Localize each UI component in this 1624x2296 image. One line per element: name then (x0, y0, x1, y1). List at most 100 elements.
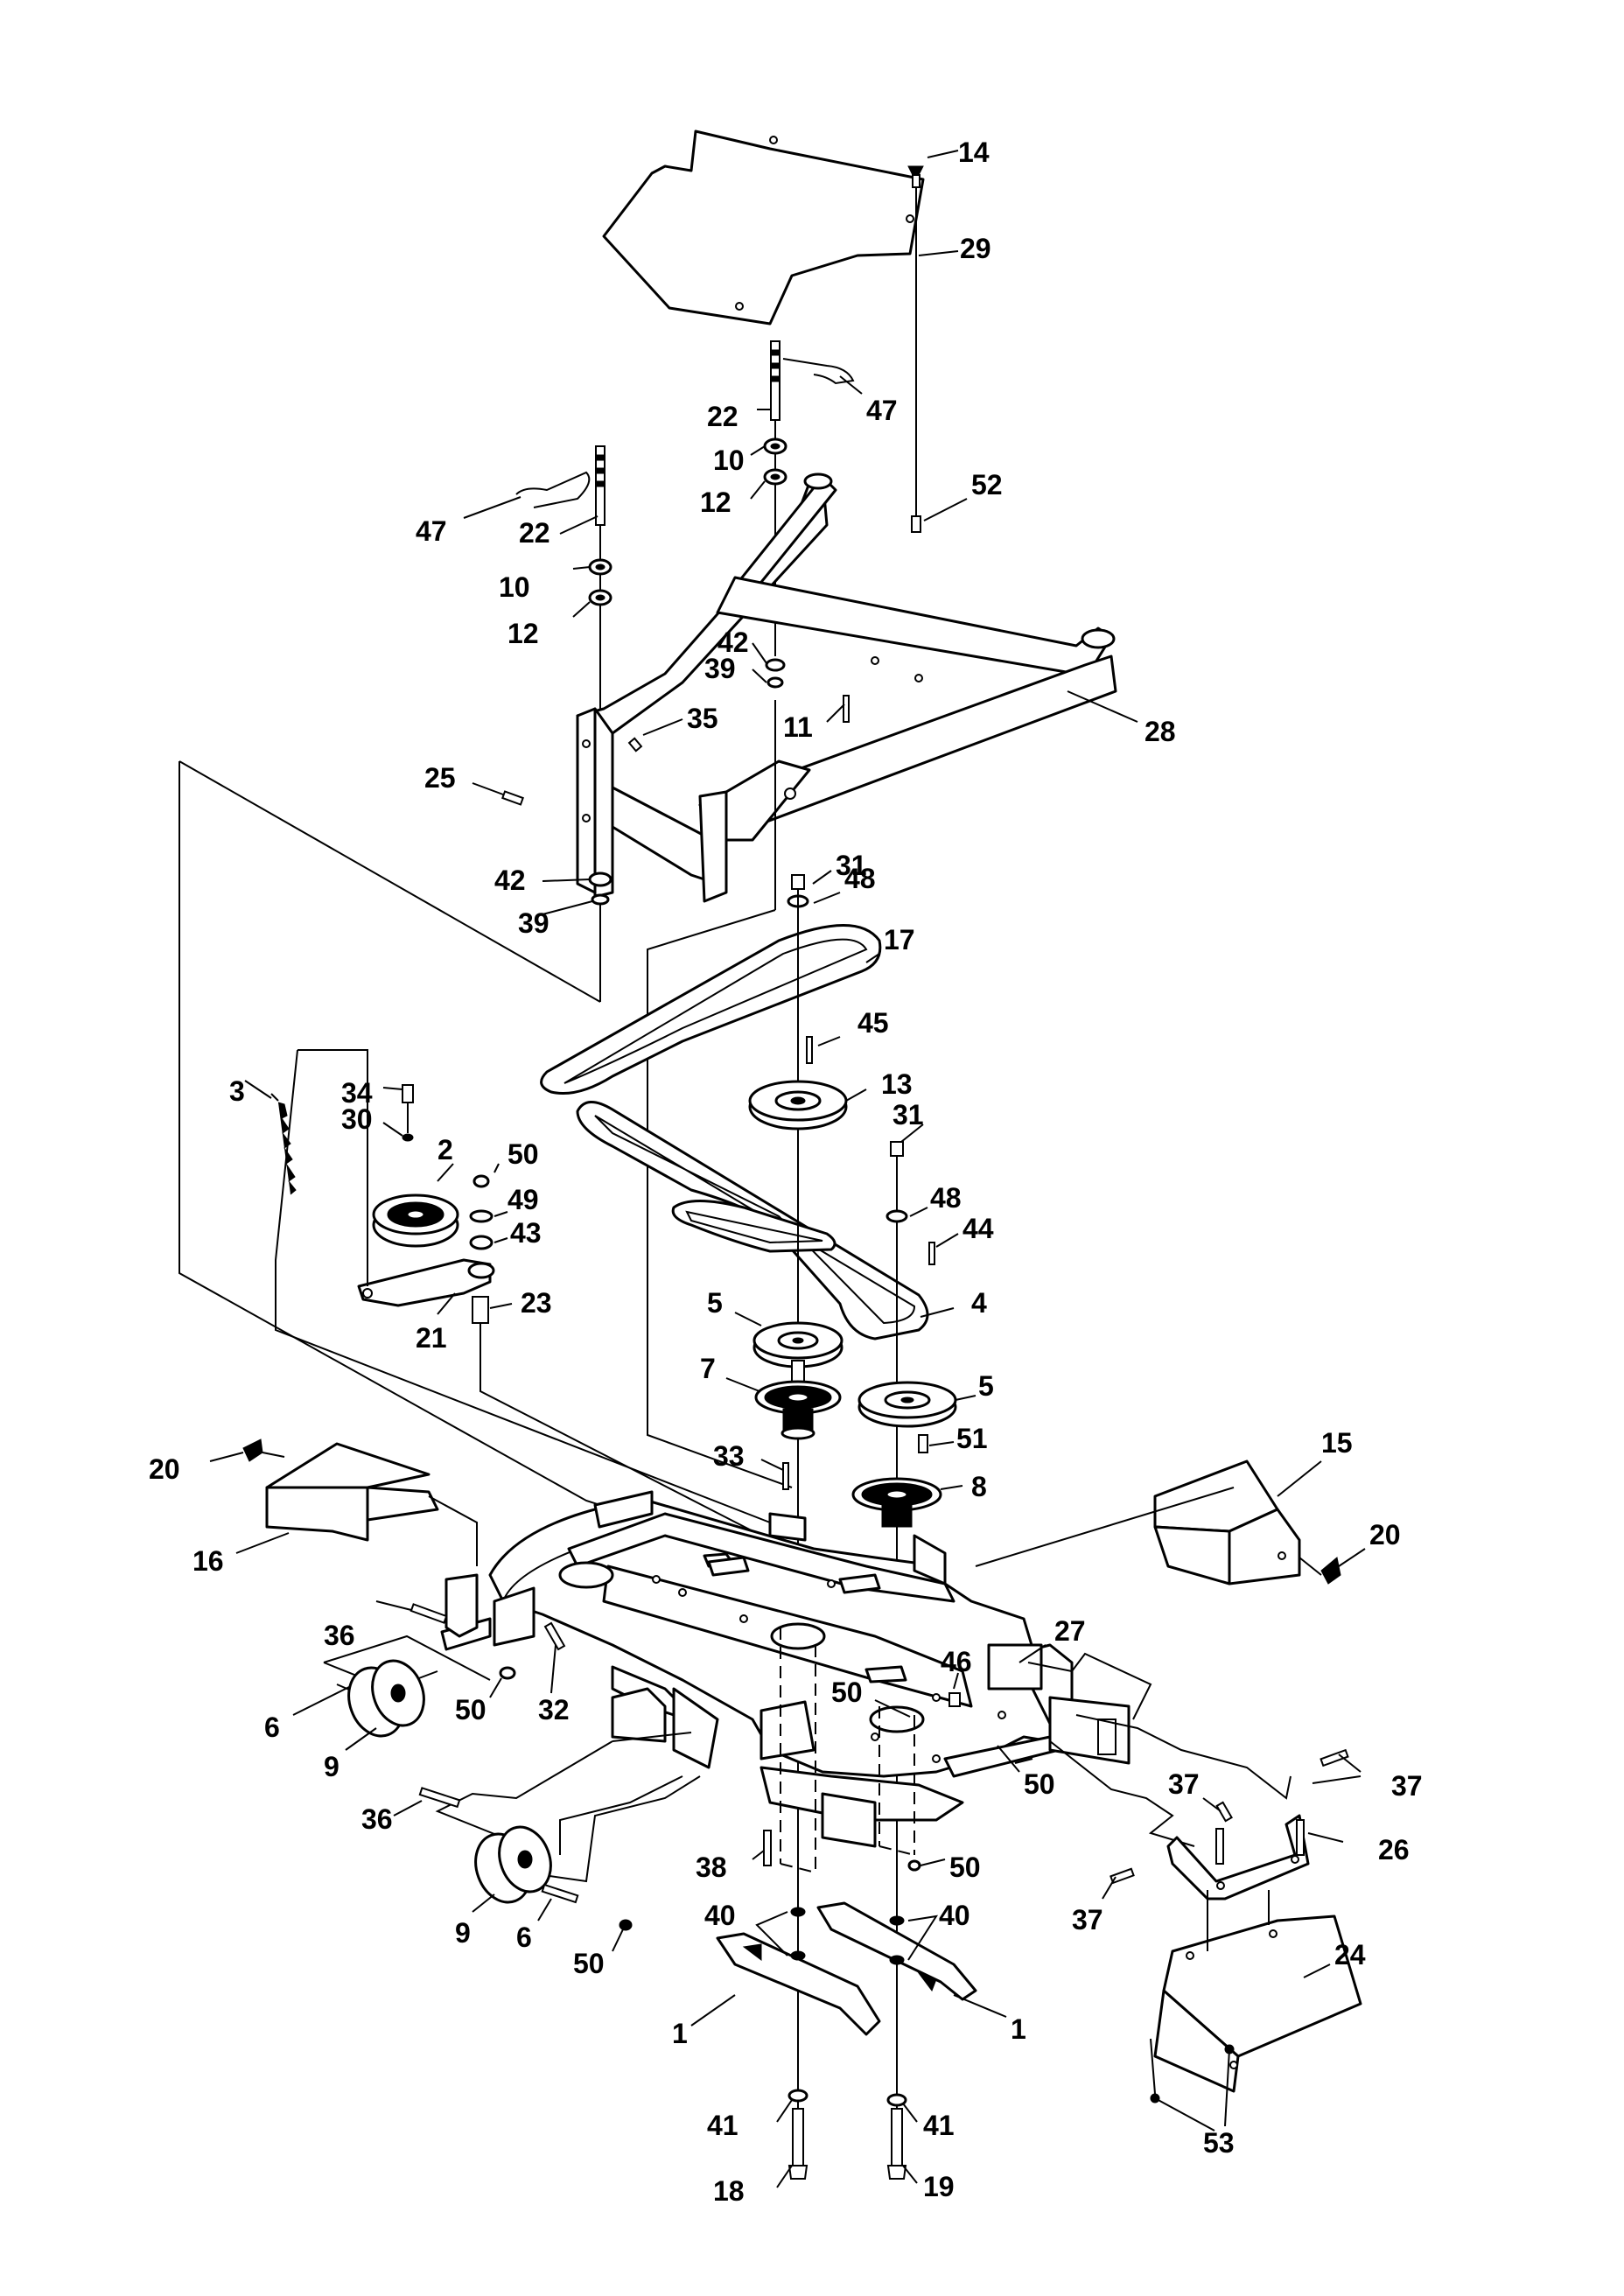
callout-29: 29 (960, 233, 991, 264)
callout-14: 14 (958, 136, 990, 168)
pulley-5-center (752, 1321, 844, 1368)
callout-1: 1 (672, 2018, 688, 2049)
shield-15 (1153, 1460, 1301, 1586)
callout-50: 50 (831, 1676, 863, 1708)
callout-50: 50 (455, 1694, 486, 1726)
pulley-5-right (858, 1381, 957, 1428)
callout-17: 17 (884, 924, 915, 956)
lift-rod-left (595, 445, 606, 526)
callout-31: 31 (892, 1099, 924, 1130)
callout-26: 26 (1378, 1834, 1410, 1866)
callout-25: 25 (424, 762, 456, 794)
callout-11: 11 (783, 711, 813, 743)
callout-39: 39 (518, 907, 550, 939)
callout-34: 34 (341, 1077, 373, 1109)
callout-22: 22 (707, 401, 738, 432)
callout-36: 36 (324, 1620, 355, 1651)
callout-48: 48 (844, 863, 876, 894)
callout-38: 38 (696, 1852, 727, 1883)
callout-50: 50 (573, 1948, 605, 1979)
callout-10: 10 (713, 444, 745, 476)
callout-36: 36 (361, 1803, 393, 1835)
shield-16 (265, 1442, 439, 1542)
wheel-9-lower (474, 1825, 552, 1904)
callout-9: 9 (324, 1751, 340, 1782)
callout-40: 40 (939, 1900, 970, 1931)
deck-lift-frame (576, 472, 1117, 903)
spindle-housing-8 (851, 1477, 942, 1528)
callout-5: 5 (978, 1370, 994, 1402)
callout-50: 50 (949, 1852, 981, 1883)
deflector-bracket-26 (1166, 1814, 1310, 1900)
callout-6: 6 (516, 1922, 532, 1953)
belt-4 (576, 1101, 929, 1340)
blade-bolt-19 (886, 2108, 907, 2180)
belt-17 (540, 924, 882, 1096)
discharge-chute-24 (1153, 1914, 1362, 2093)
knob-20-left (242, 1438, 263, 1462)
callout-41: 41 (923, 2110, 955, 2141)
blade-1-right (816, 1901, 977, 2001)
callout-40: 40 (704, 1900, 736, 1931)
callout-31: 31 (836, 850, 867, 881)
callout-53: 53 (1203, 2127, 1235, 2159)
callout-7: 7 (700, 1353, 716, 1384)
callout-12: 12 (700, 486, 732, 518)
idler-pulley-2 (372, 1194, 459, 1248)
callout-23: 23 (521, 1287, 552, 1319)
callout-51: 51 (956, 1423, 988, 1454)
idler-arm-21 (357, 1258, 495, 1307)
wheel-bracket-left-upper (444, 1573, 479, 1638)
callout-37: 37 (1168, 1768, 1200, 1800)
callout-30: 30 (341, 1103, 373, 1135)
callout-47: 47 (866, 395, 898, 426)
hidden-frame-outline (178, 760, 601, 1003)
callout-24: 24 (1334, 1939, 1366, 1970)
callout-16: 16 (192, 1545, 224, 1577)
knob-20-right (1320, 1557, 1341, 1585)
callout-37: 37 (1391, 1770, 1423, 1802)
callout-43: 43 (510, 1217, 542, 1249)
callout-labels: 14 29 22 47 10 12 52 47 22 10 12 42 39 1… (149, 136, 1423, 2207)
callout-8: 8 (971, 1471, 987, 1502)
callout-19: 19 (923, 2171, 955, 2202)
callout-3: 3 (229, 1075, 245, 1107)
callout-50: 50 (508, 1138, 539, 1170)
callout-44: 44 (962, 1213, 994, 1244)
blade-1-left (716, 1932, 881, 2036)
callout-42: 42 (718, 626, 749, 658)
callout-45: 45 (858, 1007, 889, 1039)
hairpin-clip-upper (782, 358, 855, 385)
callout-21: 21 (416, 1322, 447, 1354)
pulley-13 (748, 1080, 848, 1130)
callout-4: 4 (971, 1287, 987, 1319)
callout-50: 50 (1024, 1768, 1055, 1800)
callout-22: 22 (519, 517, 550, 549)
callout-13: 13 (881, 1068, 913, 1100)
blade-bolt-18 (788, 2108, 808, 2180)
callout-42: 42 (494, 864, 526, 896)
callout-2: 2 (438, 1134, 453, 1166)
callout-15: 15 (1321, 1427, 1353, 1459)
callout-41: 41 (707, 2110, 738, 2141)
lift-rod-upper (770, 340, 780, 421)
wheel-9-upper (347, 1659, 425, 1738)
callout-47: 47 (416, 515, 447, 547)
callout-20: 20 (1369, 1519, 1401, 1550)
deck-cover-plate (602, 130, 925, 326)
callout-37: 37 (1072, 1904, 1103, 1936)
callout-1: 1 (1011, 2013, 1026, 2045)
callout-52: 52 (971, 469, 1003, 500)
callout-27: 27 (1054, 1615, 1086, 1647)
callout-33: 33 (713, 1440, 745, 1472)
callout-12: 12 (508, 618, 539, 649)
callout-48: 48 (930, 1182, 962, 1214)
callout-18: 18 (713, 2175, 745, 2207)
callout-10: 10 (499, 571, 530, 603)
callout-20: 20 (149, 1453, 180, 1485)
pin-52 (911, 515, 921, 533)
callout-9: 9 (455, 1917, 471, 1949)
mower-deck-27 (440, 1490, 1130, 1848)
spindle-housing-7 (754, 1360, 842, 1440)
